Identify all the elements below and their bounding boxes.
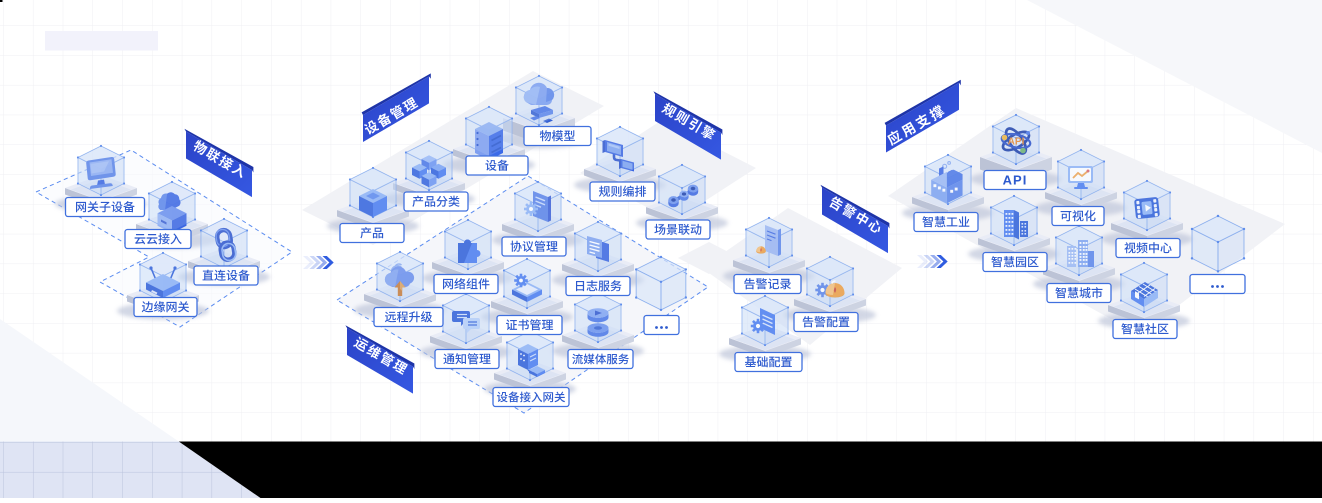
svg-text:API: API <box>1003 173 1028 188</box>
svg-text:API: API <box>1008 137 1025 148</box>
